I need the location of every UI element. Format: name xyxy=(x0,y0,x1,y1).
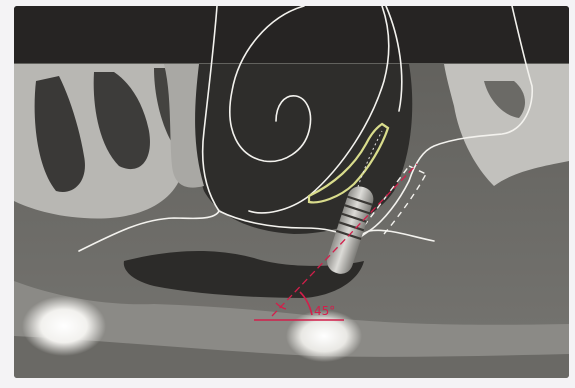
top-dark-band xyxy=(14,6,569,63)
angle-label: 45° xyxy=(314,304,335,318)
ct-scan-image: 45° xyxy=(14,6,569,378)
left-root-glow xyxy=(22,296,106,356)
ct-scan-svg: 45° xyxy=(14,6,569,378)
